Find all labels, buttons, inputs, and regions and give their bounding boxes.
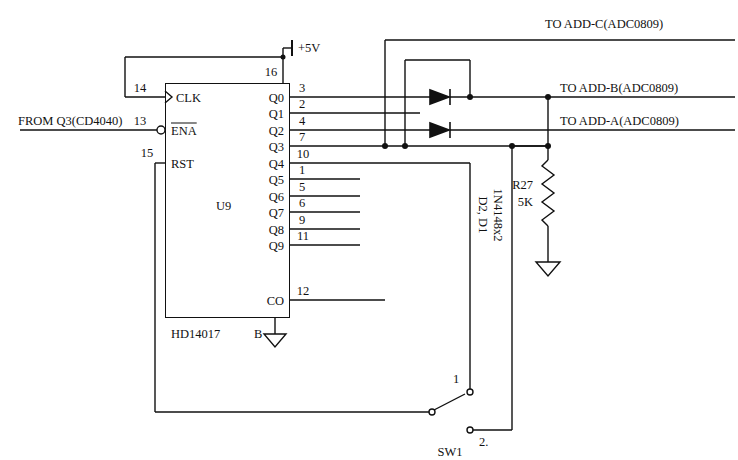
wire [469,163,470,389]
wire [155,411,429,412]
wire [154,163,155,412]
pin-number: 13 [134,115,147,128]
pin-name: Q5 [269,174,284,187]
wire [290,162,470,163]
wire [384,40,385,146]
pin-name: Q2 [269,125,284,138]
wire [512,145,548,146]
wire [125,96,165,97]
pin-name: RST [171,158,194,171]
diode-bar [449,122,451,138]
wire [20,129,157,130]
wire [125,56,283,57]
pin-number: 1 [299,164,305,177]
wire [385,39,735,40]
pin-name: Q8 [269,224,284,237]
part-label: 1N4148x2 [491,189,504,242]
part-label: R27 [512,179,533,192]
inverter-bubble [157,126,165,134]
pin-number: 10 [297,148,310,161]
pin-number: 2 [299,98,305,111]
wire [290,299,385,300]
pin-name: CO [267,295,284,308]
pin-name: Q4 [269,158,284,171]
pin-number: 11 [297,230,309,243]
wire [405,59,470,60]
wire [282,48,283,83]
ground-symbol [536,262,560,276]
pin-name: CLK [176,92,201,105]
pin-name: ENA [171,125,197,138]
resistor-symbol [542,160,554,226]
switch-terminal [467,427,473,433]
junction-dot [402,143,408,149]
wire [290,96,430,97]
pin-number: 3 [299,82,305,95]
part-label: SW1 [438,446,463,459]
signal-name: FROM Q3(CD4040) [18,115,123,128]
part-label: 5K [518,196,533,209]
wire [290,178,360,179]
junction-dot [545,94,551,100]
wire [450,129,735,130]
junction-dot [467,94,473,100]
wire [450,96,735,97]
ground-symbol [264,334,286,347]
wire [290,112,420,113]
junction-dot [545,143,551,149]
junction-dot [509,143,515,149]
pin-number: 5 [299,181,305,194]
signal-name: TO ADD-B(ADC0809) [560,82,678,95]
pin-number: 9 [299,214,305,227]
diode-bar [449,89,451,105]
ic-chip-body: CLKENARSTU9Q0Q1Q2Q3Q4Q5Q6Q7Q8Q9COHD14017… [165,83,290,318]
pin-number: 16 [265,66,278,79]
wire [290,211,360,212]
pin-number: 15 [141,147,154,160]
diode-symbol [430,123,449,137]
diode-symbol [430,90,449,104]
pin-name: U9 [216,200,231,213]
pin-number: 6 [299,197,305,210]
pin-name: Q7 [269,207,284,220]
wire [155,162,165,163]
junction-dot [281,55,286,60]
pin-number: 1 [453,373,459,386]
wire [290,129,430,130]
signal-name: TO ADD-C(ADC0809) [545,18,663,31]
pin-number: 4 [299,115,305,128]
pin-name: Q3 [269,141,284,154]
pin-number: 2. [479,436,488,449]
wire [283,47,292,48]
pin-number: 14 [134,82,147,95]
pin-name: Q9 [269,240,284,253]
wire [274,318,275,334]
wire [469,60,470,97]
wire [124,57,125,97]
supply-symbol [291,40,293,56]
wire [473,429,512,430]
pin-name: Q1 [269,108,284,121]
wire [404,60,405,146]
clock-symbol [165,91,172,103]
wire [547,226,548,262]
signal-name: TO ADD-A(ADC0809) [560,115,679,128]
pin-number: 7 [299,131,305,144]
part-number: B [254,328,262,341]
supply-label: +5V [298,42,320,55]
pin-name: Q6 [269,191,284,204]
pin-name: Q0 [269,92,284,105]
junction-dot [382,143,388,149]
part-number: HD14017 [171,328,220,341]
wire [547,97,548,160]
wire [290,244,360,245]
switch-lever [434,394,465,410]
switch-terminal [467,389,473,395]
pin-number: 12 [297,285,310,298]
part-label: D2, D1 [476,197,489,234]
